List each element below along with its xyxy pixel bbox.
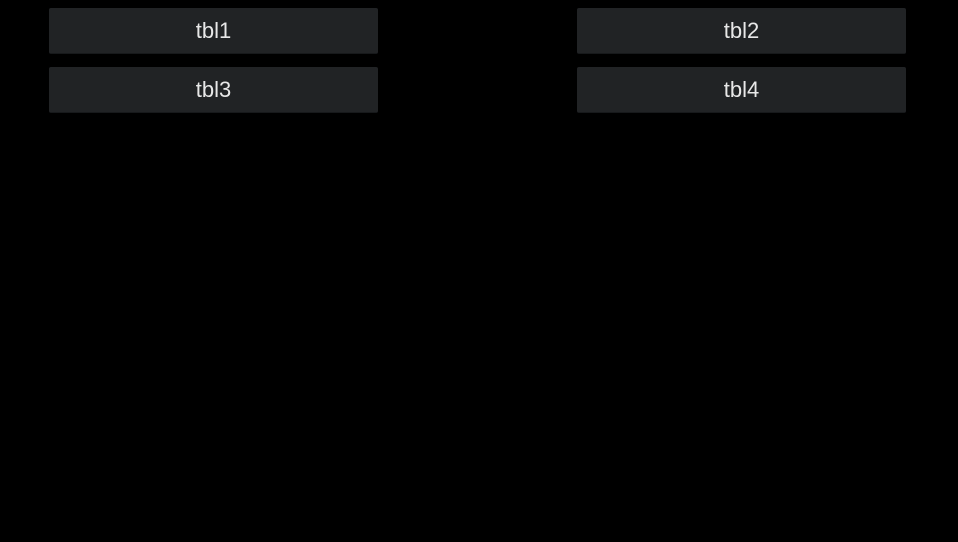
tbl2-button[interactable]: tbl2	[577, 8, 906, 54]
tbl3-button[interactable]: tbl3	[49, 67, 378, 113]
tbl4-button[interactable]: tbl4	[577, 67, 906, 113]
tbl1-button[interactable]: tbl1	[49, 8, 378, 54]
